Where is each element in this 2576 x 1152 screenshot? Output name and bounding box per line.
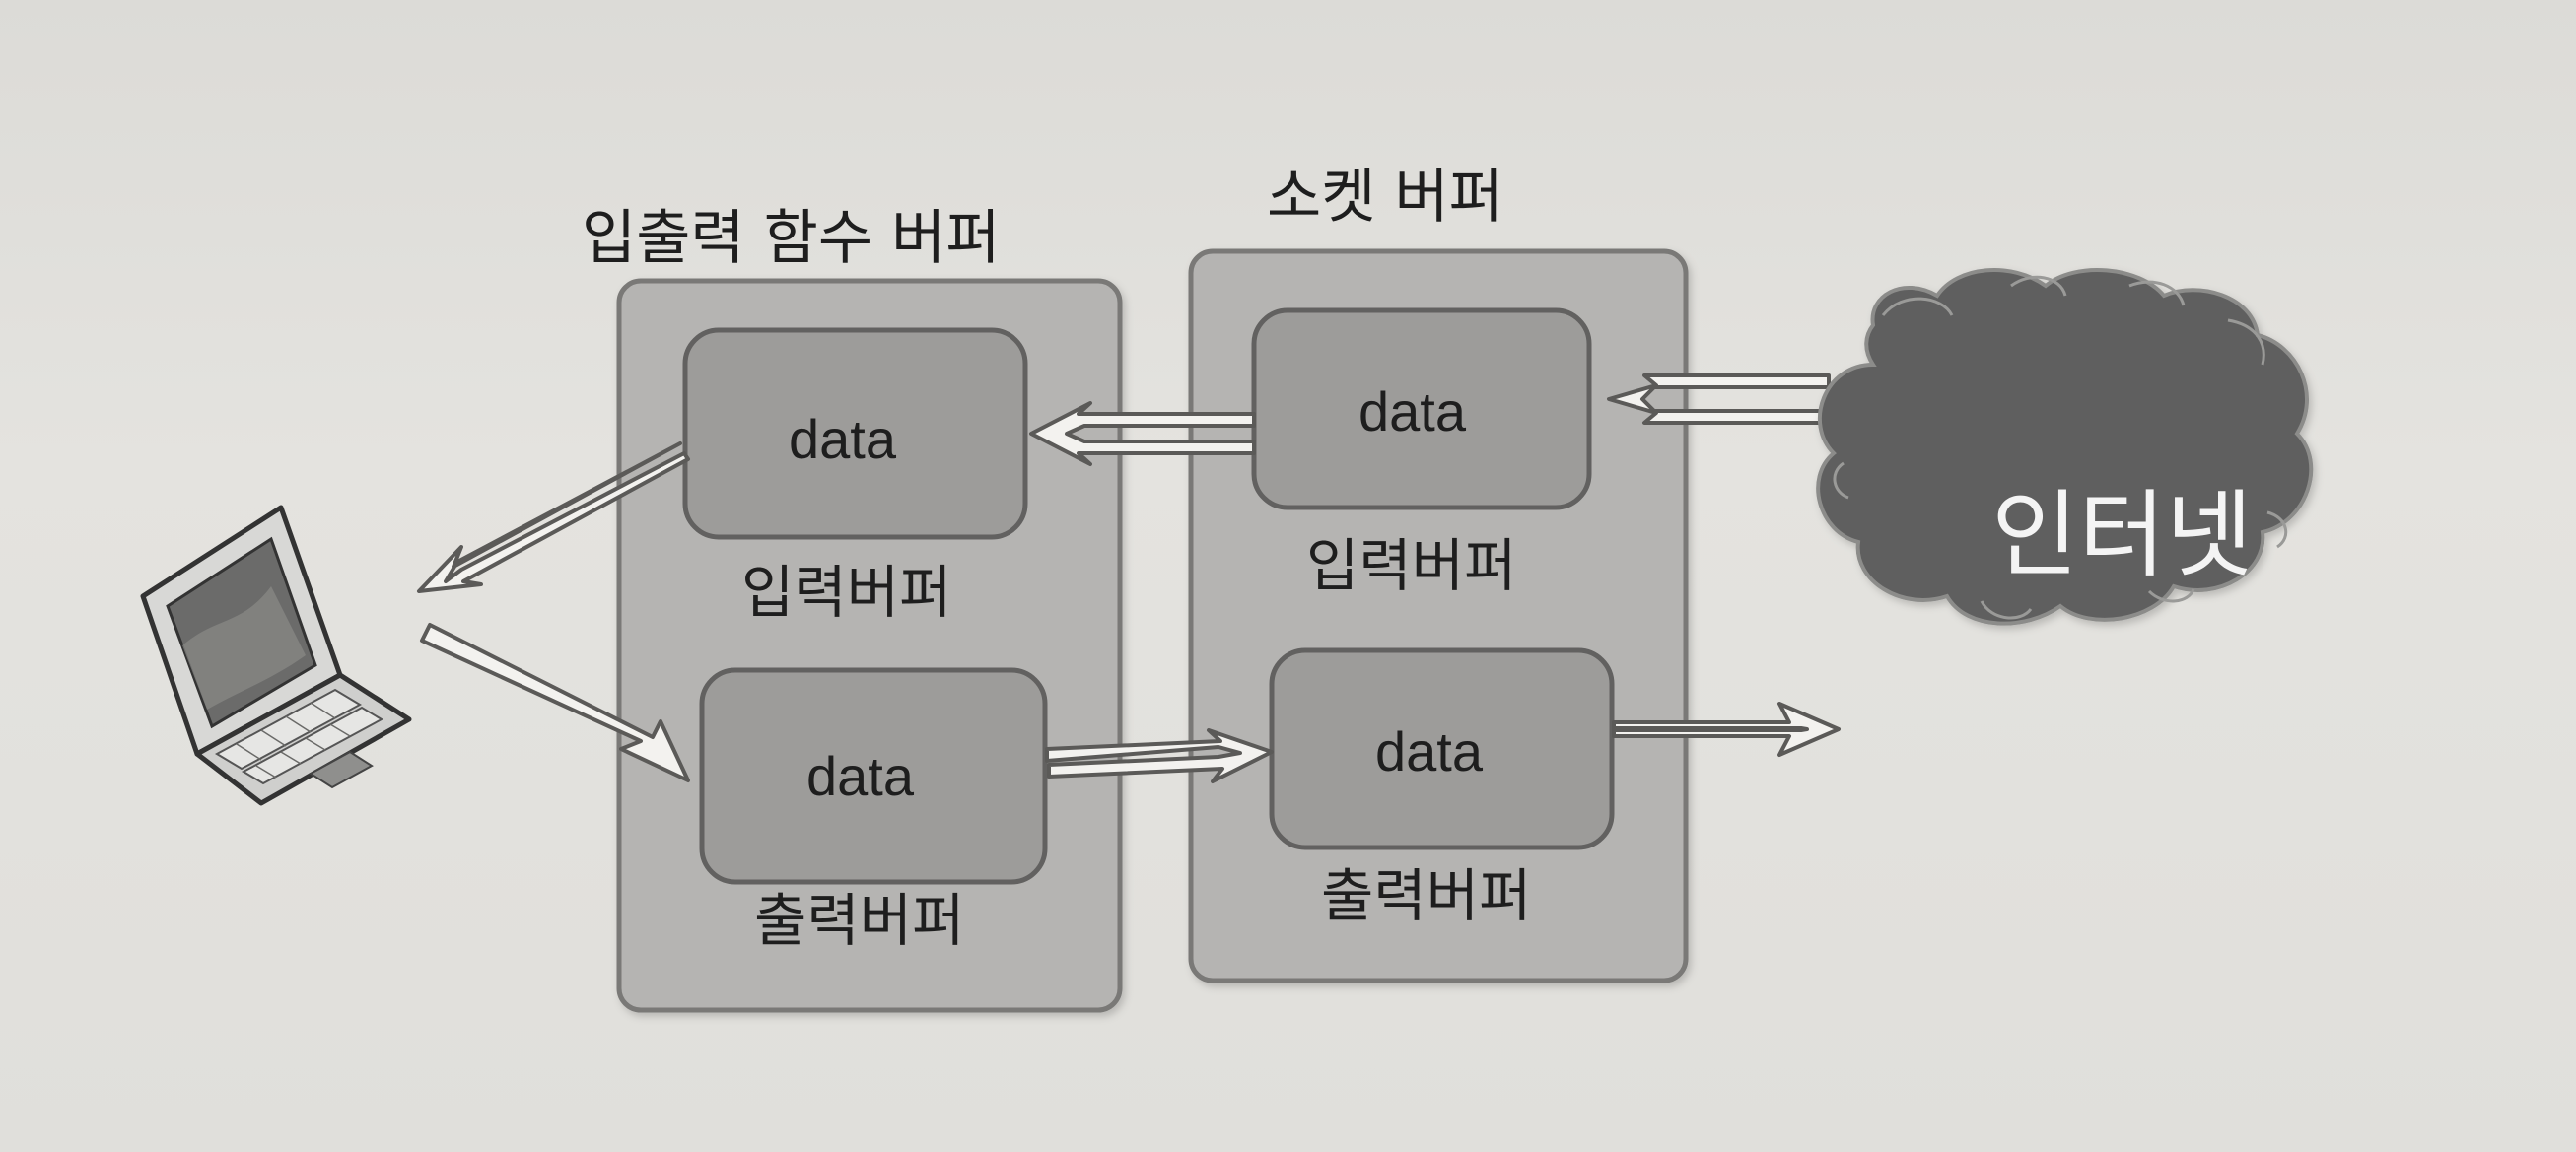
socket-output-buffer-box <box>1269 647 1615 850</box>
io-input-buffer-box <box>682 327 1028 540</box>
socket-output-buffer-data: data <box>1375 720 1483 782</box>
io-output-buffer-data: data <box>806 745 914 807</box>
arrow-socket-output-to-internet <box>1612 702 1841 757</box>
io-input-buffer-label: 입력버퍼 <box>741 559 952 626</box>
socket-input-buffer-data: data <box>1358 380 1466 442</box>
io-input-buffer-data: data <box>789 408 896 470</box>
internet-label: 인터넷 <box>1991 480 2253 590</box>
io-output-buffer-label: 출력버퍼 <box>754 887 965 954</box>
socket-input-buffer-label: 입력버퍼 <box>1306 532 1517 599</box>
arrow-io-output-to-socket-output <box>1045 728 1274 783</box>
socket-buffer-title: 소켓 버퍼 <box>1267 163 1503 232</box>
arrow-socket-input-to-io-input <box>1029 401 1256 466</box>
arrow-laptop-to-io-output <box>420 623 690 782</box>
io-function-buffer-title: 입출력 함수 버퍼 <box>582 204 1001 273</box>
arrow-io-input-to-laptop <box>417 441 690 593</box>
laptop-icon <box>140 505 412 806</box>
socket-input-buffer-box <box>1251 307 1592 510</box>
io-output-buffer-box <box>699 667 1048 885</box>
socket-output-buffer-label: 출력버퍼 <box>1321 862 1532 929</box>
internet-cloud-icon <box>1816 268 2314 626</box>
